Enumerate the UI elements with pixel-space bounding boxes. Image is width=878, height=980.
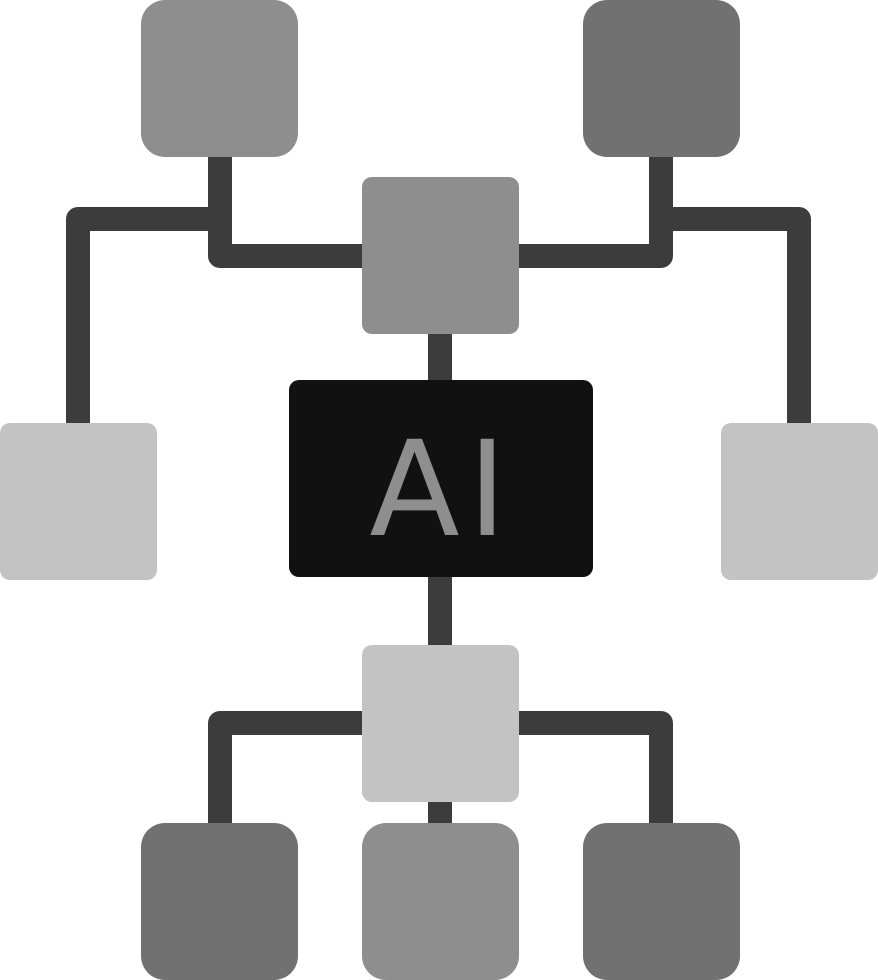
node-top-left <box>141 0 298 157</box>
ai-label: AI <box>369 413 514 567</box>
connector-right-branch <box>661 207 811 430</box>
node-bottom-left <box>141 823 298 980</box>
ai-box <box>289 380 593 577</box>
ai-center-node: AI <box>289 380 593 577</box>
connector-top-right-to-center <box>510 150 673 268</box>
node-upper-center <box>362 177 519 334</box>
connector-top-left-to-center <box>208 150 370 268</box>
node-lower-center <box>362 645 519 802</box>
node-bottom-center <box>362 823 519 980</box>
connector-lower-to-bottom-left <box>208 711 370 830</box>
node-middle-left <box>0 423 157 580</box>
node-bottom-right <box>583 823 740 980</box>
connector-lower-to-bottom-right <box>510 711 673 830</box>
connector-left-branch <box>66 207 220 430</box>
connectors <box>66 150 811 830</box>
node-middle-right <box>721 423 878 580</box>
node-top-right <box>583 0 740 157</box>
